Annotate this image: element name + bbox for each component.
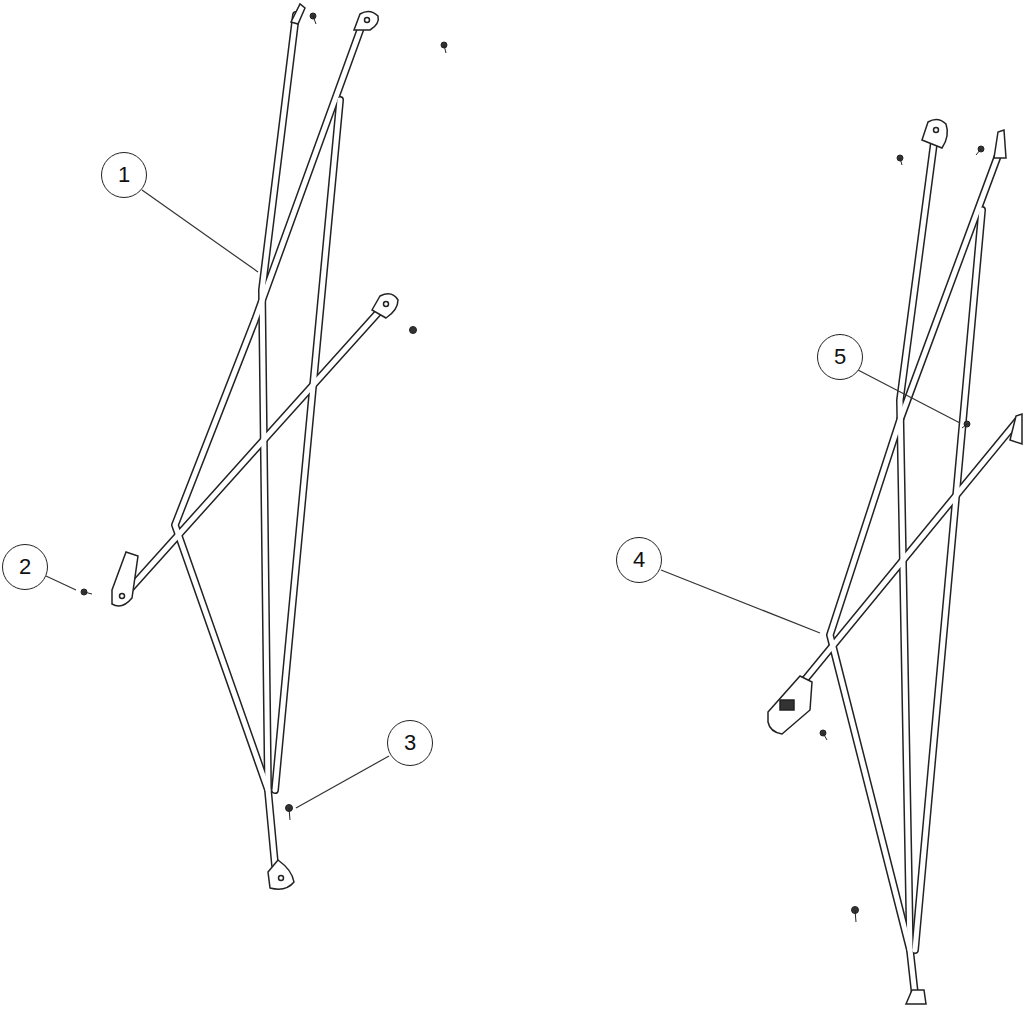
- callout-number: 1: [118, 164, 130, 186]
- left-frame: [120, 15, 385, 865]
- callout-number: 5: [834, 346, 846, 368]
- callout-circle: 4: [616, 537, 662, 583]
- right-frame: [780, 135, 1018, 995]
- callout-number: 4: [633, 549, 645, 571]
- callout-number: 2: [19, 556, 31, 578]
- callout-circle: 2: [2, 544, 48, 590]
- callout-circle: 1: [101, 152, 147, 198]
- bolts: [81, 13, 984, 922]
- callout-circle: 3: [387, 720, 433, 766]
- leader-lines: [46, 190, 960, 808]
- callout-circle: 5: [817, 334, 863, 380]
- callout-number: 3: [404, 732, 416, 754]
